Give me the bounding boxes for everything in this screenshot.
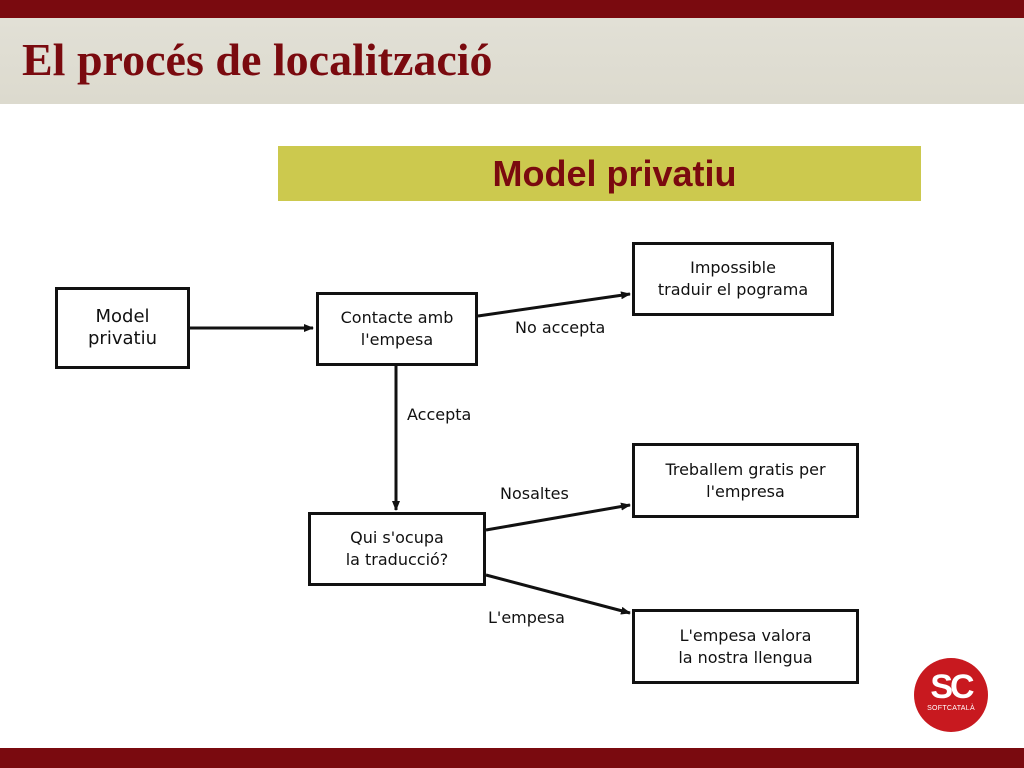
bottom-bar (0, 748, 1024, 768)
top-bar (0, 0, 1024, 18)
edge-contacte-to-impossible (477, 291, 631, 318)
softcatala-logo: SC SOFTCATALÀ (914, 658, 988, 732)
edge-qui-to-treballem (485, 502, 631, 532)
edge-label-accepta: Accepta (407, 405, 472, 424)
edge-qui-to-valora (485, 573, 631, 615)
node-qui-ocupa-traduccio: Qui s'ocupa la traducció? (308, 512, 486, 586)
title-band (0, 18, 1024, 104)
node-model-privatiu: Model privatiu (55, 287, 190, 369)
logo-text: SOFTCATALÀ (927, 705, 975, 712)
logo-mark: SC (930, 668, 974, 706)
node-treballem-gratis: Treballem gratis per l'empresa (632, 443, 859, 518)
slide-subtitle: Model privatiu (492, 152, 737, 194)
edge-label-no-accepta: No accepta (515, 318, 606, 337)
slide-title: El procés de localització (22, 34, 493, 85)
node-empresa-valora: L'empesa valora la nostra llengua (632, 609, 859, 684)
edge-label-nosaltes: Nosaltes (500, 484, 569, 503)
subtitle-band (278, 146, 921, 201)
node-contacte-empresa: Contacte amb l'empesa (316, 292, 478, 366)
edge-label-lempesa: L'empesa (488, 608, 565, 627)
node-impossible-traduir: Impossible traduir el pograma (632, 242, 834, 316)
